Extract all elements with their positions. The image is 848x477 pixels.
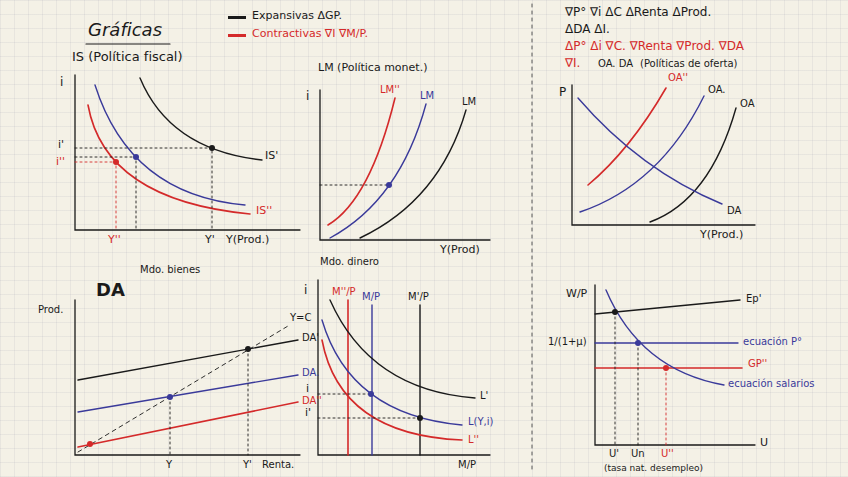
curve-label: IS'' bbox=[256, 205, 272, 218]
axis-label: Y(Prod.) bbox=[700, 229, 743, 242]
page-title: Gráficas bbox=[88, 20, 162, 41]
effects-note: ∇P° ∇i ΔC ΔRenta ΔProd. bbox=[565, 6, 711, 20]
tick-label: Y bbox=[166, 459, 172, 471]
axis-label: U bbox=[760, 437, 768, 450]
curve-label: OA'' bbox=[668, 72, 688, 84]
curve-label: IS' bbox=[265, 150, 278, 163]
curve-label: L'' bbox=[468, 434, 479, 446]
curve-label: GP'' bbox=[748, 358, 767, 370]
tick-label: i bbox=[306, 383, 309, 396]
tick-label: i'' bbox=[56, 156, 65, 169]
legend-text: Contractivas ∇I ∇M/P. bbox=[252, 28, 368, 41]
curve-label: OA bbox=[740, 98, 755, 110]
tick-label: 1/(1+μ) bbox=[548, 336, 587, 348]
curve-label: DA bbox=[727, 205, 741, 217]
section-heading: OA. DA bbox=[598, 58, 633, 70]
tick-label: Y' bbox=[205, 234, 215, 247]
graph-title: IS (Política fiscal) bbox=[72, 50, 183, 65]
axis-label: P bbox=[559, 86, 566, 100]
axis-label: i bbox=[60, 76, 63, 90]
graph-title: Mdo. dinero bbox=[320, 256, 379, 268]
tick-label: i' bbox=[305, 407, 311, 420]
curve-label: OA. bbox=[708, 84, 726, 96]
axis-label: W/P bbox=[566, 288, 587, 301]
legend-swatch bbox=[228, 34, 246, 37]
curve-label: L(Y,i) bbox=[468, 416, 493, 428]
curve-label: LM'' bbox=[380, 84, 400, 96]
axis-label: i bbox=[306, 90, 309, 104]
curve-label: Y=C bbox=[290, 312, 311, 324]
curve-label: DA. bbox=[302, 367, 319, 379]
curve-label: L' bbox=[480, 390, 488, 402]
graph-title: Mdo. bienes bbox=[140, 264, 200, 276]
tick-label: Un bbox=[631, 448, 645, 460]
curve-label: DA' bbox=[302, 332, 319, 344]
axis-label: Prod. bbox=[38, 304, 63, 316]
tick-label: i' bbox=[58, 139, 64, 152]
curve-label: DA'' bbox=[302, 395, 322, 407]
curve-label: M''/P bbox=[332, 286, 356, 298]
graph-title: DA bbox=[96, 280, 125, 301]
legend-swatch bbox=[228, 16, 246, 19]
axis-label: Y(Prod.) bbox=[226, 234, 269, 247]
note: (tasa nat. desempleo) bbox=[604, 463, 703, 473]
effects-note: ΔDA ΔI. bbox=[565, 23, 610, 37]
axis-label: Y(Prod) bbox=[440, 244, 480, 257]
axis-label: Renta. bbox=[262, 459, 294, 471]
section-heading: (Políticas de oferta) bbox=[640, 58, 738, 70]
legend-text: Expansivas ΔGP. bbox=[252, 10, 342, 23]
tick-label: U'' bbox=[661, 448, 674, 460]
effects-note: ΔP° Δi ∇C. ∇Renta ∇Prod. ∇DA bbox=[565, 40, 744, 54]
tick-label: U' bbox=[609, 448, 619, 460]
axis-label: M/P bbox=[458, 459, 476, 471]
tick-label: Y' bbox=[243, 459, 252, 471]
curve-label: M'/P bbox=[408, 291, 429, 303]
graph-title: LM (Política monet.) bbox=[318, 62, 427, 75]
effects-note: ∇I. bbox=[565, 57, 580, 71]
curve-label: LM bbox=[462, 96, 476, 108]
curve-label: LM bbox=[420, 90, 434, 102]
curve-label: Ep' bbox=[746, 293, 761, 305]
axis-label: i bbox=[304, 284, 307, 298]
tick-label: Y'' bbox=[108, 234, 121, 247]
curve-label: M/P bbox=[362, 291, 380, 303]
curve-label: ecuación P° bbox=[743, 336, 802, 348]
curve-label: ecuación salarios bbox=[728, 378, 815, 390]
